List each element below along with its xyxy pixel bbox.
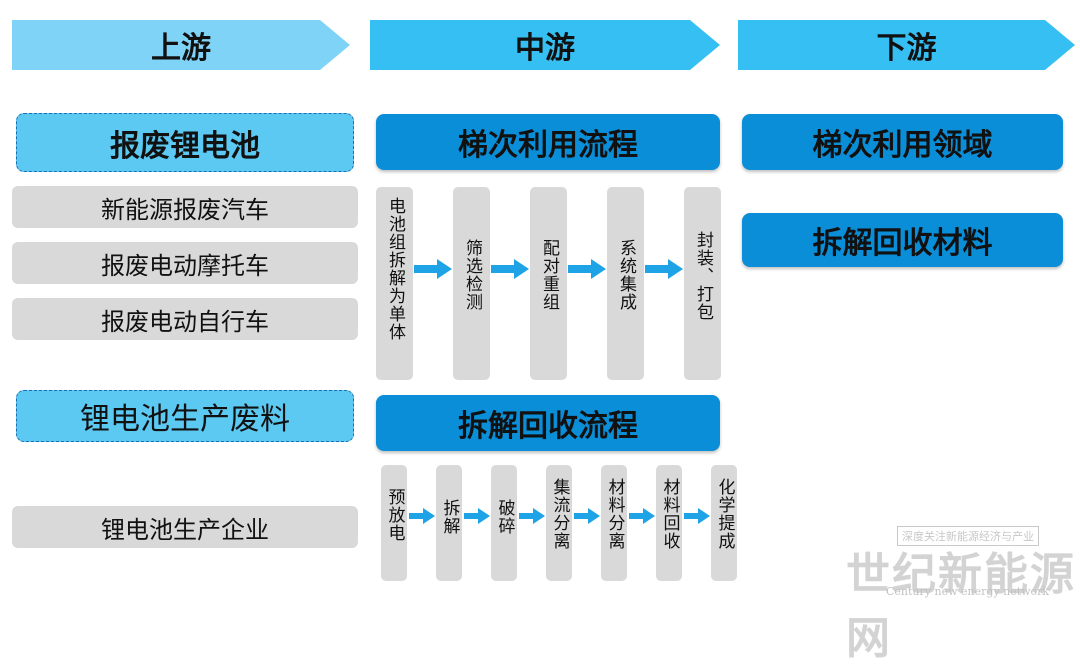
recycle-step-label: 集流分离 xyxy=(549,478,570,550)
cascade-step-label: 电池组拆解为单体 xyxy=(385,197,405,341)
watermark-subtitle: Century new energy network xyxy=(886,585,1049,598)
downstream-header-label: 下游 xyxy=(876,31,937,66)
cascade-step: 电池组拆解为单体 xyxy=(376,187,413,380)
recycle-step-label: 材料回收 xyxy=(659,478,680,550)
midstream-header-label: 中游 xyxy=(515,31,575,66)
upstream-header-label: 上游 xyxy=(151,31,211,66)
cascade-step-label: 封装、打包 xyxy=(693,231,713,321)
flow-arrow-icon xyxy=(645,259,683,279)
recycle-step: 集流分离 xyxy=(546,465,572,581)
flow-arrow-icon xyxy=(491,259,529,279)
flow-arrow-icon xyxy=(409,508,435,524)
recycle-process-label: 拆解回收流程 xyxy=(458,409,638,444)
flow-arrow-icon xyxy=(414,259,452,279)
upstream-header: 上游 xyxy=(12,20,350,70)
recycle-step: 拆解 xyxy=(436,465,462,581)
midstream-header: 中游 xyxy=(370,20,720,70)
upstream-item: 新能源报废汽车 xyxy=(12,186,358,228)
cascade-step-label: 筛选检测 xyxy=(462,239,482,311)
cascade-step: 筛选检测 xyxy=(453,187,490,380)
flow-arrow-icon xyxy=(464,508,490,524)
watermark-logo: 世纪新能源网 xyxy=(846,538,1080,666)
recycle-step-label: 破碎 xyxy=(494,499,515,535)
scrap-battery-box: 报废锂电池 xyxy=(16,113,354,172)
cascade-field-box: 梯次利用领域 xyxy=(742,114,1063,170)
recycle-step: 材料分离 xyxy=(601,465,627,581)
flow-arrow-icon xyxy=(629,508,655,524)
watermark-logo-label: 世纪新能源网 xyxy=(846,549,1076,664)
recycle-step-label: 拆解 xyxy=(439,499,460,535)
flow-arrow-icon xyxy=(519,508,545,524)
recycle-step-label: 材料分离 xyxy=(604,478,625,550)
flow-arrow-icon xyxy=(568,259,606,279)
recycle-material-label: 拆解回收材料 xyxy=(812,226,993,261)
upstream-item: 报废电动自行车 xyxy=(12,298,358,340)
production-waste-box: 锂电池生产废料 xyxy=(16,390,354,442)
recycle-material-box: 拆解回收材料 xyxy=(742,213,1063,267)
cascade-field-label: 梯次利用领域 xyxy=(812,128,993,163)
upstream-item: 锂电池生产企业 xyxy=(12,506,358,548)
cascade-process-box: 梯次利用流程 xyxy=(376,114,720,170)
recycle-step-label: 化学提成 xyxy=(714,478,735,550)
watermark-subtitle-label: Century new energy network xyxy=(886,585,1050,598)
recycle-step: 化学提成 xyxy=(711,465,737,581)
recycle-step: 破碎 xyxy=(491,465,517,581)
flow-arrow-icon xyxy=(684,508,710,524)
upstream-item-label: 报废电动自行车 xyxy=(101,307,269,336)
watermark-tagline-label: 深度关注新能源经济与产业 xyxy=(902,530,1034,543)
cascade-step: 配对重组 xyxy=(530,187,567,380)
recycle-step: 材料回收 xyxy=(656,465,682,581)
upstream-item: 报废电动摩托车 xyxy=(12,242,358,284)
recycle-step: 预放电 xyxy=(381,465,407,581)
watermark-tagline: 深度关注新能源经济与产业 xyxy=(897,526,1039,546)
cascade-step: 封装、打包 xyxy=(684,187,721,380)
upstream-item-label: 锂电池生产企业 xyxy=(101,515,269,544)
production-waste-label: 锂电池生产废料 xyxy=(80,402,290,437)
flow-arrow-icon xyxy=(574,508,600,524)
scrap-battery-label: 报废锂电池 xyxy=(110,128,260,164)
cascade-process-label: 梯次利用流程 xyxy=(458,128,638,163)
upstream-item-label: 新能源报废汽车 xyxy=(101,195,269,224)
cascade-step-label: 系统集成 xyxy=(616,239,636,311)
recycle-step-label: 预放电 xyxy=(384,488,405,542)
downstream-header: 下游 xyxy=(738,20,1075,70)
upstream-item-label: 报废电动摩托车 xyxy=(101,251,269,280)
cascade-step-label: 配对重组 xyxy=(539,239,559,311)
cascade-step: 系统集成 xyxy=(607,187,644,380)
recycle-process-box: 拆解回收流程 xyxy=(376,395,720,451)
